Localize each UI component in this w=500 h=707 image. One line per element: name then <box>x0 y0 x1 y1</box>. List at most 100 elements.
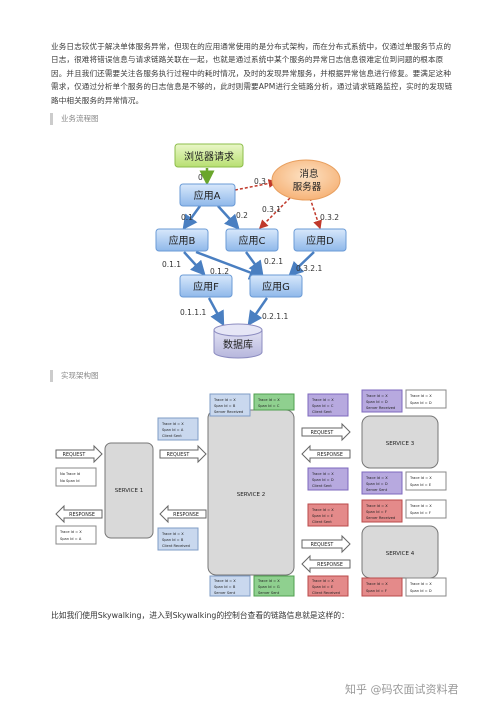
svg-text:SERVICE 2: SERVICE 2 <box>237 492 265 498</box>
node-database: 数据库 <box>213 323 263 359</box>
intro-paragraph: 业务日志较优于解决单体服务异常，但现在的应用通常使用的是分布式架构，而在分布式系… <box>51 42 453 105</box>
svg-text:Span Id = F: Span Id = F <box>366 510 387 514</box>
svg-text:Trace Id = X: Trace Id = X <box>311 508 334 512</box>
request-arrow-1: REQUEST <box>55 444 103 464</box>
svg-text:Span Id = D: Span Id = D <box>410 401 432 405</box>
svg-text:Server Received: Server Received <box>366 406 395 410</box>
trace-note-s3-purple-1: Trace Id = X Span Id = C Client Sent <box>307 393 349 417</box>
edge-label: 0.1.1.1 <box>180 308 206 317</box>
svg-text:Trace Id = X: Trace Id = X <box>409 394 432 398</box>
svg-text:Trace Id = X: Trace Id = X <box>161 532 184 536</box>
svg-text:应用G: 应用G <box>262 280 290 293</box>
svg-text:Span Id = E: Span Id = E <box>312 585 334 589</box>
svg-text:Span Id = A: Span Id = A <box>60 537 82 541</box>
edge-label: 0.3.2.1 <box>296 264 322 273</box>
trace-note-s1-response: Trace Id = X Span Id = B Client Received <box>157 527 199 551</box>
request-arrow-4: REQUEST <box>301 534 351 554</box>
svg-text:应用B: 应用B <box>169 234 196 247</box>
svg-text:REQUEST: REQUEST <box>311 430 334 436</box>
svg-text:Span Id = F: Span Id = F <box>366 589 387 593</box>
svg-text:Span Id = C: Span Id = C <box>258 404 280 408</box>
node-app-c: 应用C <box>225 228 279 252</box>
trace-note-s4-white: Trace Id = X Span Id = F <box>405 499 447 519</box>
svg-text:RESPONSE: RESPONSE <box>317 452 343 458</box>
request-arrow-3: REQUEST <box>301 422 351 442</box>
svg-text:Span Id = E: Span Id = E <box>312 514 334 518</box>
edge-label: 0.2.1 <box>264 257 283 266</box>
svg-text:REQUEST: REQUEST <box>167 452 190 458</box>
skywalking-caption: 比如我们使用Skywalking，进入到Skywalking的控制台查看的链路信… <box>51 611 349 620</box>
svg-text:Trace Id = X: Trace Id = X <box>257 579 280 583</box>
edge-c-to-g <box>244 251 264 277</box>
svg-text:Trace Id = X: Trace Id = X <box>213 579 236 583</box>
svg-text:Span Id = D: Span Id = D <box>312 478 334 482</box>
trace-note-s2-green-bottom: Trace Id = X Span Id = G Server Sent <box>253 575 295 597</box>
svg-text:Server Received: Server Received <box>366 516 395 520</box>
edge-a-to-c <box>217 205 240 230</box>
trace-note-s4-red-4: Trace Id = X Span Id = F <box>361 577 403 597</box>
svg-text:Span Id = C: Span Id = C <box>312 404 334 408</box>
trace-note-s4-white-2: Trace Id = X Span Id = D <box>405 577 447 597</box>
svg-text:RESPONSE: RESPONSE <box>69 512 95 518</box>
svg-text:REQUEST: REQUEST <box>311 542 334 548</box>
service-1-box: SERVICE 1 <box>104 442 154 539</box>
svg-text:RESPONSE: RESPONSE <box>317 562 343 568</box>
business-flow-diagram: 浏览器请求 应用A 消息 服务器 应用B 应用C 应用D 应用F 应用G 数据库… <box>155 143 347 359</box>
edge-b-to-f <box>183 251 206 276</box>
edge-d-to-g <box>288 251 315 277</box>
service-4-box: SERVICE 4 <box>361 525 439 579</box>
edge-label: 0 <box>198 173 203 182</box>
section-title-architecture: 实现架构图 <box>50 370 471 382</box>
trace-note-s3-white-2: Trace Id = X Span Id = E <box>405 471 447 491</box>
edge-label: 0.1 <box>181 213 193 222</box>
svg-text:浏览器请求: 浏览器请求 <box>184 150 234 163</box>
node-app-a: 应用A <box>179 183 236 207</box>
svg-text:Trace Id = X: Trace Id = X <box>365 504 388 508</box>
architecture-diagram: SERVICE 1 SERVICE 2 SERVICE 3 SERVICE 4 … <box>55 389 447 597</box>
svg-text:Span Id = G: Span Id = G <box>258 585 280 589</box>
svg-text:No Span Id: No Span Id <box>60 479 80 483</box>
edge-label: 0.1.2 <box>210 267 229 276</box>
svg-text:Server Sent: Server Sent <box>366 488 388 492</box>
svg-text:Span Id = D: Span Id = D <box>366 482 388 486</box>
trace-note-s3-purple-2: Trace Id = X Span Id = D Server Received <box>361 389 403 413</box>
svg-text:Span Id = E: Span Id = E <box>410 483 432 487</box>
response-arrow-4: RESPONSE <box>301 554 351 574</box>
node-app-g: 应用G <box>249 274 303 298</box>
svg-text:SERVICE 3: SERVICE 3 <box>386 441 415 447</box>
svg-text:Span Id = B: Span Id = B <box>214 404 236 408</box>
trace-note-s3-purple-4: Trace Id = X Span Id = D Server Sent <box>361 471 403 495</box>
svg-text:Trace Id = X: Trace Id = X <box>365 582 388 586</box>
svg-text:服务器: 服务器 <box>293 181 322 193</box>
edge-mq-to-d <box>309 197 322 230</box>
svg-text:Trace Id = X: Trace Id = X <box>365 394 388 398</box>
svg-text:数据库: 数据库 <box>223 338 253 351</box>
response-arrow-2: RESPONSE <box>159 504 207 524</box>
svg-text:Client Received: Client Received <box>162 544 190 548</box>
svg-text:Span Id = D: Span Id = D <box>410 589 432 593</box>
trace-note-s3-white: Trace Id = X Span Id = D <box>405 389 447 409</box>
svg-text:Trace Id = X: Trace Id = X <box>59 530 82 534</box>
node-app-d: 应用D <box>293 228 347 252</box>
svg-text:应用A: 应用A <box>194 189 221 202</box>
edge-f-to-db <box>207 297 225 327</box>
svg-text:No Trace Id: No Trace Id <box>60 472 80 476</box>
svg-text:应用D: 应用D <box>306 234 334 247</box>
trace-note-s3-purple-3: Trace Id = X Span Id = D Client Sent <box>307 467 349 491</box>
service-2-box: SERVICE 2 <box>207 409 295 576</box>
svg-text:应用C: 应用C <box>239 234 266 247</box>
trace-note-s4-red-3: Trace Id = X Span Id = E Client Received <box>307 575 349 597</box>
svg-text:SERVICE 1: SERVICE 1 <box>115 488 143 494</box>
svg-text:SERVICE 4: SERVICE 4 <box>386 551 415 557</box>
trace-note-s4-red-2: Trace Id = X Span Id = F Server Received <box>361 499 403 523</box>
response-arrow-3: RESPONSE <box>301 444 351 464</box>
svg-text:Trace Id = X: Trace Id = X <box>257 398 280 402</box>
node-app-b: 应用B <box>155 228 209 252</box>
edge-a-to-b <box>182 205 202 231</box>
svg-text:应用F: 应用F <box>193 280 219 293</box>
svg-text:Trace Id = X: Trace Id = X <box>409 476 432 480</box>
svg-text:Trace Id = X: Trace Id = X <box>311 579 334 583</box>
svg-text:Trace Id = X: Trace Id = X <box>409 582 432 586</box>
watermark: 知乎 @码农面试资料君 <box>345 683 459 696</box>
edge-label: 0.1.1 <box>162 260 181 269</box>
